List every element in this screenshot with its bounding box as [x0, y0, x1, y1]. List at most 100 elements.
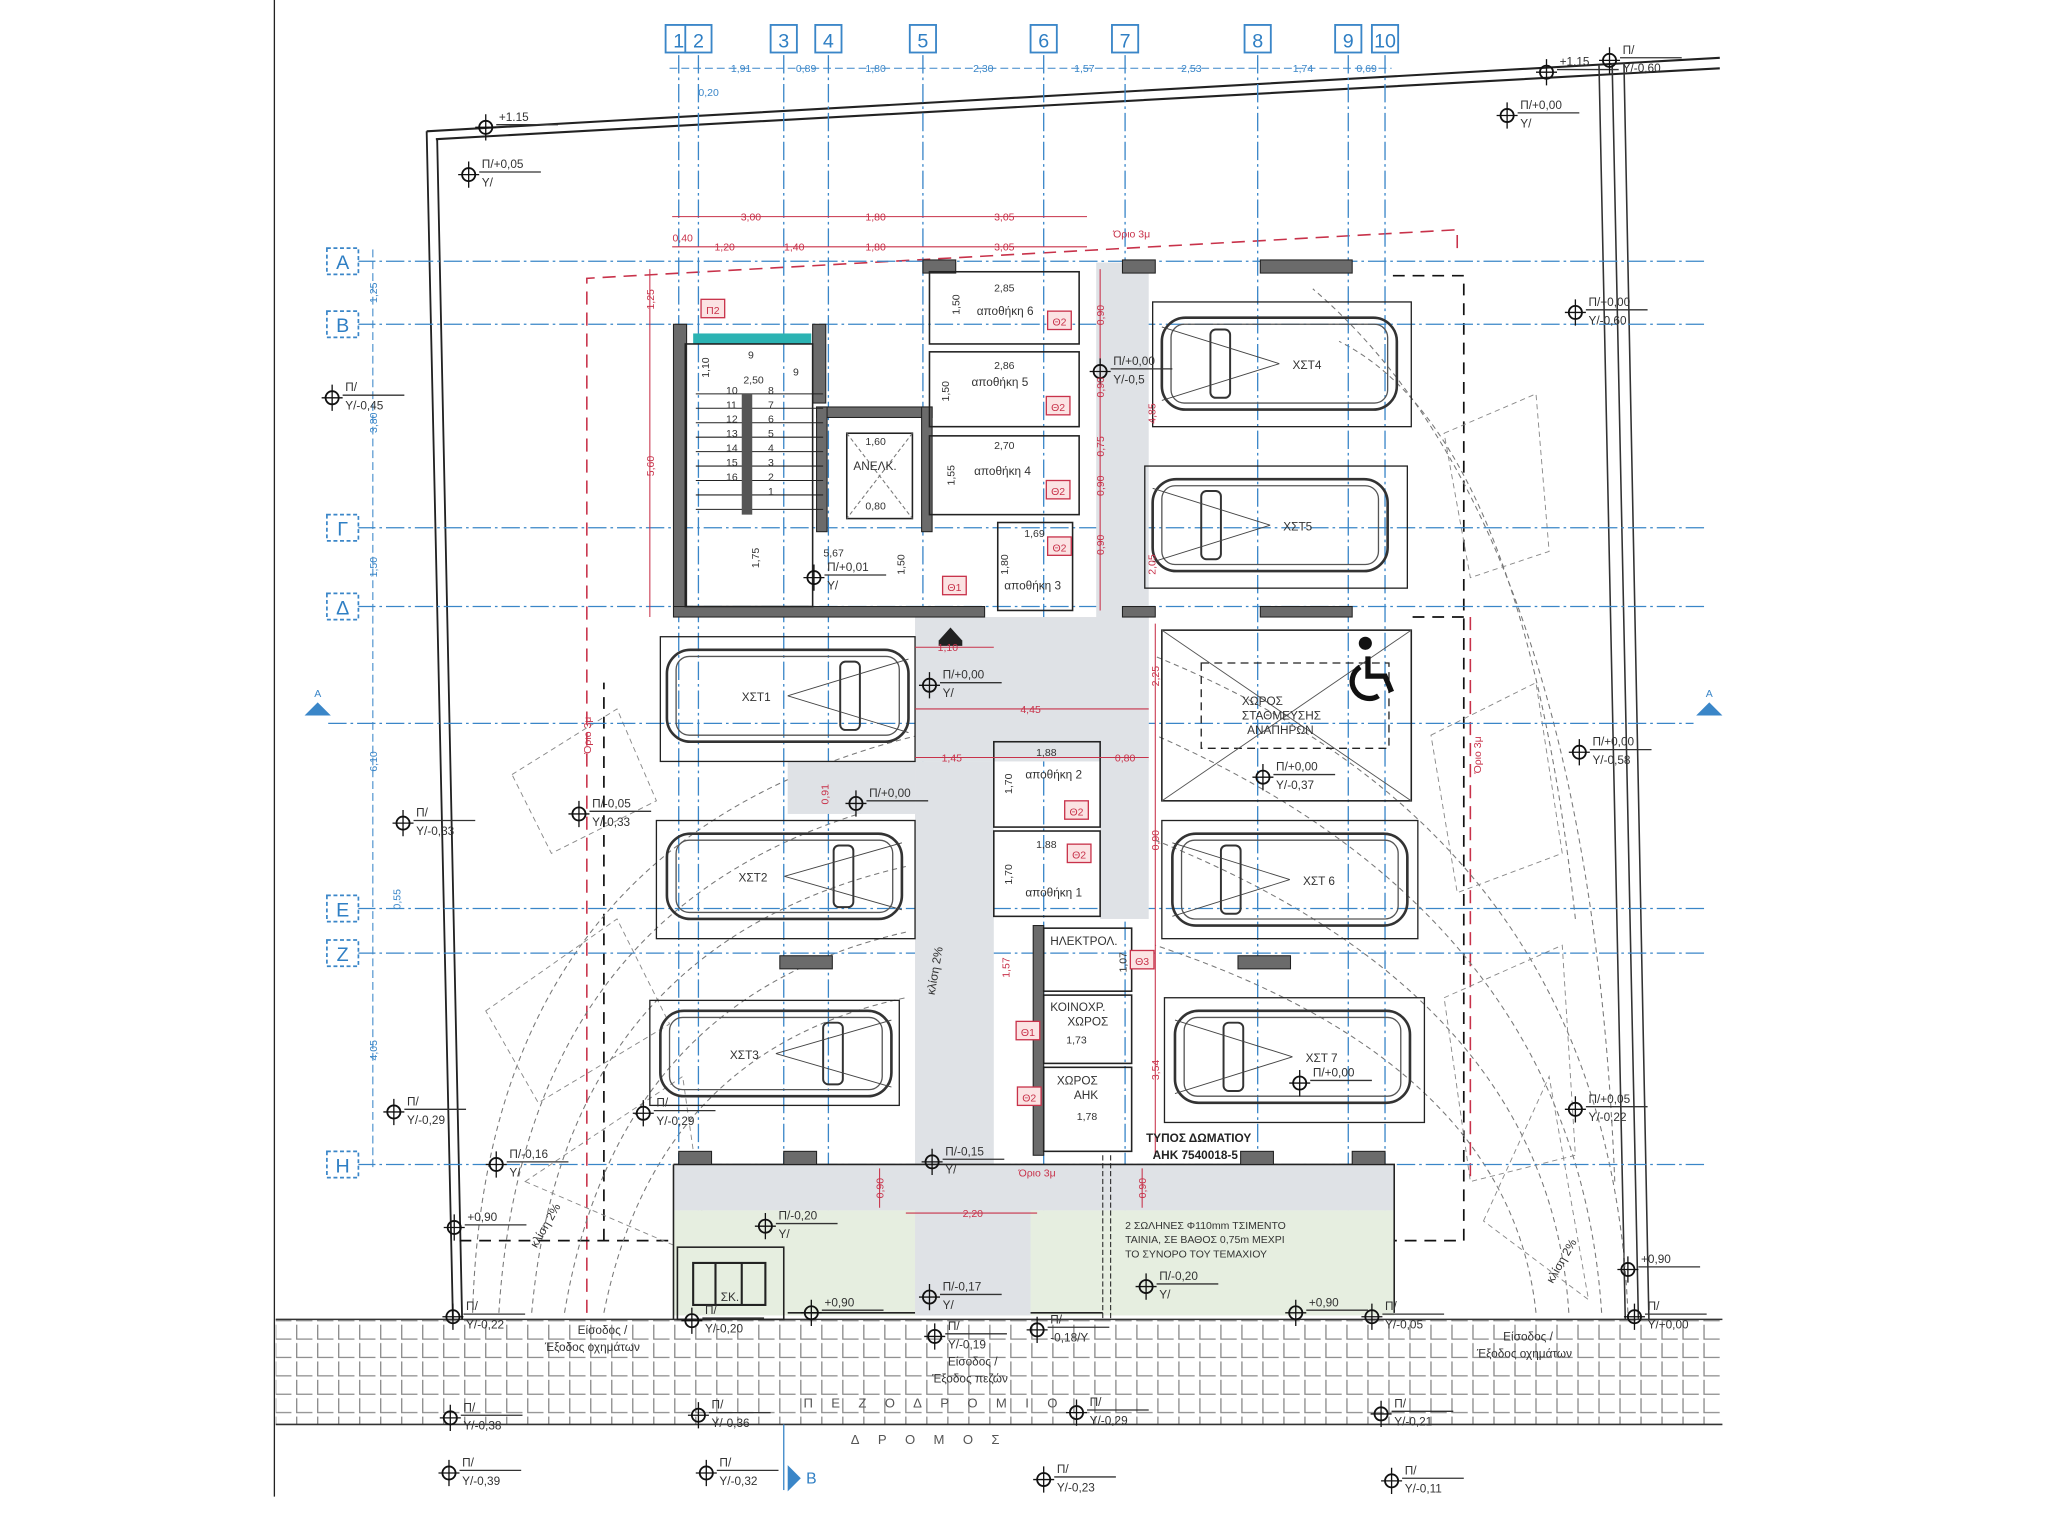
level-marker: Π/+0,00Υ/-0,5	[1089, 354, 1173, 386]
level-marker: +0,90	[1617, 1252, 1701, 1283]
dimension-label: 1,80	[999, 554, 1011, 575]
bin-enclosure	[676, 1246, 785, 1321]
grid-row-tag	[326, 592, 360, 621]
grid-row-label: Ε	[336, 899, 349, 921]
dimension-label: 1,50	[940, 381, 952, 402]
crosshair-icon	[803, 564, 825, 591]
level-bottom: Υ/	[509, 1165, 521, 1179]
storage-label: αποθήκη 4	[974, 464, 1031, 478]
dimension-label: 9	[748, 349, 754, 361]
crosshair-icon	[681, 1307, 703, 1334]
parking-space-label: ΧΣΤ1	[742, 690, 771, 704]
crosshair-icon	[1564, 1096, 1586, 1123]
level-marker: Π/+0,00Υ/	[918, 668, 1002, 700]
storage-room	[996, 521, 1074, 612]
crosshair-icon	[1033, 1466, 1055, 1493]
grid-column-label: 2	[693, 30, 704, 52]
dimension-label: 1,88	[1036, 747, 1057, 759]
level-bottom: Υ/-0,29	[656, 1114, 694, 1128]
dimension-label: 1,55	[945, 465, 957, 486]
level-top: +1.15	[499, 110, 529, 124]
pipe-line	[1102, 1155, 1112, 1320]
setback-label: Όριο 3μ	[1018, 1167, 1056, 1179]
door-tag	[1046, 310, 1072, 331]
column-dimension-label: 1,91	[731, 63, 752, 75]
corridor	[1100, 617, 1149, 919]
level-marker: Π/Υ/-0,20	[681, 1303, 765, 1336]
crosshair-icon	[443, 1214, 465, 1241]
pipe-note: ΤΟ ΣΥΝΟΡΟ ΤΟΥ ΤΕΜΑΧΙΟΥ	[1125, 1249, 1267, 1261]
pedestrian-entry-label: Είσοδος /	[948, 1354, 998, 1368]
pipe-note: 2 ΣΩΛΗΝΕΣ Φ110mm ΤΣΙΜΕΝΤΟ	[1125, 1220, 1286, 1232]
red-dimension-label: 1,25	[645, 289, 657, 310]
storage-label: αποθήκη 6	[977, 304, 1034, 318]
level-marker: Π/Υ/-0,38	[439, 1400, 523, 1433]
door-tag-label: Θ2	[1022, 1092, 1036, 1104]
crosshair-icon	[1026, 1316, 1048, 1344]
section-marker-icon	[304, 702, 331, 716]
level-marker: Π/+0,00	[845, 786, 929, 817]
front-walkway	[915, 1210, 1031, 1316]
sidewalk-edges	[275, 1318, 1723, 1426]
level-marker: Π/-0,18/Υ	[1026, 1312, 1110, 1345]
level-marker: +1.15	[475, 110, 558, 141]
level-top: Π/	[1623, 43, 1636, 57]
red-dimension-label: 1,80	[865, 242, 886, 254]
crosshair-icon	[924, 1323, 946, 1350]
elevator-shaft	[845, 432, 914, 520]
level-top: Π/+0,00	[1113, 354, 1155, 368]
level-marker: Π/Υ/-0,29	[632, 1096, 716, 1128]
red-dimension-label: 1,20	[714, 242, 735, 254]
red-dimension-label: 0,80	[1115, 752, 1136, 764]
level-top: Π/-0,15	[945, 1144, 984, 1158]
crosshair-icon	[1252, 764, 1274, 791]
level-bottom: Υ/-0,58	[1592, 753, 1630, 767]
storage-label: αποθήκη 1	[1025, 886, 1082, 900]
level-bottom: Υ/-0,19	[948, 1337, 986, 1351]
grid-row-label: Α	[336, 252, 350, 274]
level-top: +1,15	[1560, 55, 1590, 69]
dimension-label: 1,60	[865, 436, 886, 448]
level-top: Π/	[1648, 1299, 1661, 1313]
level-bottom: Υ/-0,33	[416, 824, 454, 838]
column	[678, 1150, 713, 1165]
level-marker: Π/Υ/-0,21	[1370, 1396, 1454, 1429]
level-marker: Π/Υ/-0,60	[1599, 43, 1682, 75]
crosshair-icon	[439, 1404, 461, 1431]
vehicle-turning-envelope	[524, 1075, 710, 1262]
door-tag	[1045, 479, 1071, 500]
level-top: +0,90	[467, 1210, 497, 1224]
red-dimension-label: 4,45	[1020, 704, 1041, 716]
level-top: Π/	[466, 1299, 479, 1313]
level-marker: Π/+0,01Υ/	[803, 560, 887, 592]
row-dimension-label: 1,25	[368, 282, 380, 303]
wall	[1259, 605, 1353, 618]
dimension-label: 2,70	[994, 440, 1015, 452]
door-tag-label: Θ1	[1021, 1027, 1035, 1039]
red-dimension-label: 3,05	[994, 212, 1015, 224]
grid-column-tag	[814, 24, 843, 54]
level-marker: Π/+0,05Υ/	[458, 157, 541, 189]
red-dimension-label: 0,90	[875, 1178, 887, 1199]
level-bottom: Υ/-0,32	[719, 1474, 757, 1488]
crosshair-icon	[1381, 1467, 1403, 1494]
level-marker: Π/+0,00Υ/	[1496, 98, 1580, 130]
wall	[816, 406, 828, 533]
slope-label: κλίση 2%	[527, 1201, 564, 1251]
eac-room-label: ΧΩΡΟΣ	[1057, 1073, 1098, 1087]
level-bottom: Υ/	[1159, 1287, 1171, 1301]
door-tag	[941, 575, 967, 596]
crosshair-icon	[438, 1459, 460, 1487]
level-marker: Π/Υ/-0,23	[1033, 1462, 1116, 1494]
parking-space-label: ΧΣΤ 7	[1306, 1051, 1338, 1065]
level-marker: Π/Υ/-0,32	[695, 1455, 779, 1488]
level-bottom: Υ/-0,29	[1090, 1413, 1128, 1427]
site-boundary-right	[1598, 62, 1650, 1320]
level-top: +0,90	[1309, 1295, 1339, 1309]
level-top: Π/+0,01	[827, 560, 869, 574]
level-marker: Π/Υ/-0,11	[1381, 1463, 1464, 1496]
level-top: Π/	[416, 806, 429, 820]
column-dimension-label: 0,89	[796, 63, 817, 75]
